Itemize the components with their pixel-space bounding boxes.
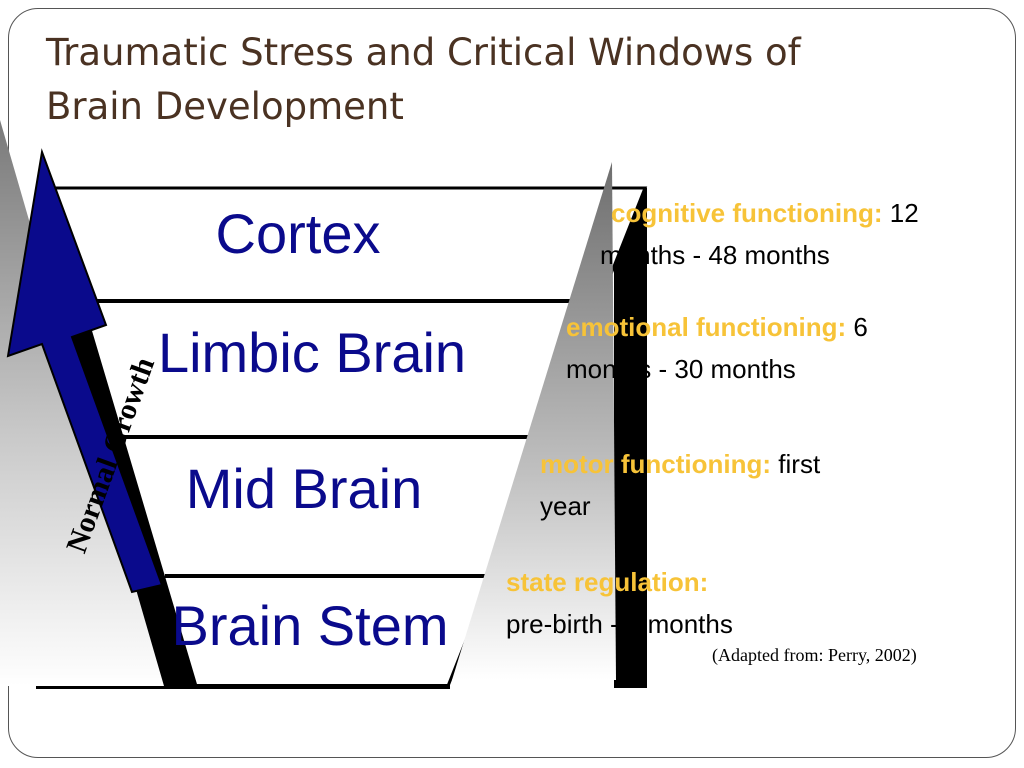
window-emotional-rest: 6 [846,312,868,342]
slide-title: Traumatic Stress and Critical Windows of… [46,26,946,134]
window-emotional: emotional functioning: 6 months - 30 mon… [566,306,1006,390]
funnel-base [36,684,450,689]
layer-mid-brain: Mid Brain [186,457,423,520]
window-cognitive-key: cognitive functioning: [611,198,883,228]
window-state-key: state regulation: [506,567,709,597]
layer-brain-stem: Brain Stem [172,594,449,657]
normal-growth-arrow [6,148,164,594]
layer-limbic-brain: Limbic Brain [158,321,466,384]
citation: (Adapted from: Perry, 2002) [712,645,917,665]
window-motor-rest: first [771,449,821,479]
window-motor: motor functioning: first year [540,443,980,527]
window-motor-key: motor functioning: [540,449,772,479]
title-line-1: Traumatic Stress and Critical Windows of [46,31,801,74]
window-cognitive: cognitive functioning: 12 months - 48 mo… [600,192,1020,276]
window-motor-range: year [540,491,591,521]
funnel-pillar-right [614,188,647,688]
title-line-2: Brain Development [46,85,404,128]
window-state-range: pre-birth - 8 months [506,609,733,639]
window-cognitive-rest: 12 [882,198,919,228]
layer-cortex: Cortex [216,202,381,265]
window-state-regulation: state regulation: pre-birth - 8 months [506,561,946,645]
right-gray-beam [452,162,616,680]
window-emotional-key: emotional functioning: [566,312,847,342]
window-emotional-range: months - 30 months [566,354,796,384]
window-cognitive-range: months - 48 months [600,240,830,270]
